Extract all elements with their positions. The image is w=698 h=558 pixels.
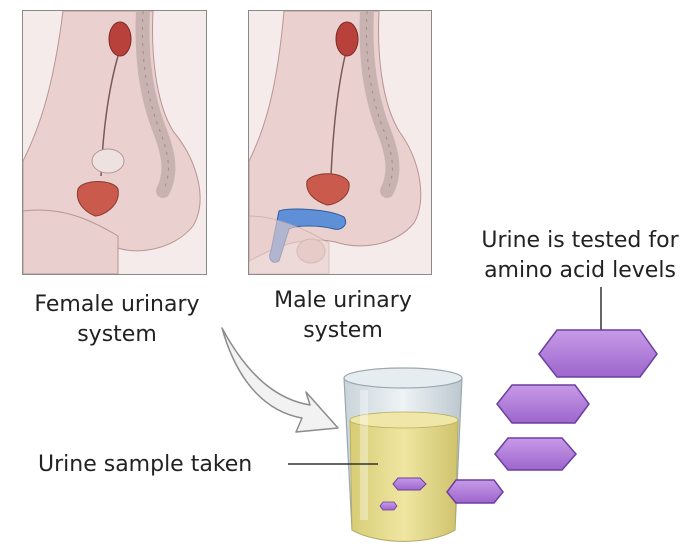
amino-acid-hexagon-in-cup-1 <box>392 477 427 491</box>
female-anatomy-illustration <box>22 10 207 275</box>
amino-acid-test-label: Urine is tested for amino acid levels <box>462 226 698 286</box>
female-caption-line1: Female urinary <box>34 292 200 317</box>
tested-label-line1: Urine is tested for <box>481 228 679 253</box>
kidney-shape <box>335 21 359 57</box>
amino-acid-hexagon-small <box>446 479 504 504</box>
urine-sample-label: Urine sample taken <box>38 452 253 477</box>
female-caption-line2: system <box>77 322 157 347</box>
urine-sample-cup <box>343 367 463 542</box>
female-body-drawing <box>23 11 206 274</box>
amino-acid-hexagon-in-cup-2 <box>379 501 398 511</box>
bladder-shape <box>76 181 119 217</box>
female-urinary-system-caption: Female urinary system <box>12 290 222 350</box>
male-anatomy-illustration <box>248 10 432 275</box>
male-body-drawing <box>249 11 431 274</box>
male-caption-line1: Male urinary <box>274 288 412 313</box>
tested-label-line2: amino acid levels <box>484 258 676 283</box>
curved-arrow <box>221 327 339 433</box>
amino-acid-hexagon-large <box>538 329 658 378</box>
male-urinary-system-caption: Male urinary system <box>238 286 448 346</box>
bladder-shape <box>306 173 350 206</box>
amino-acid-hexagon-medium-2 <box>494 437 577 471</box>
kidney-shape <box>108 21 132 57</box>
male-caption-line2: system <box>303 318 383 343</box>
amino-acid-hexagon-medium-1 <box>496 384 590 424</box>
